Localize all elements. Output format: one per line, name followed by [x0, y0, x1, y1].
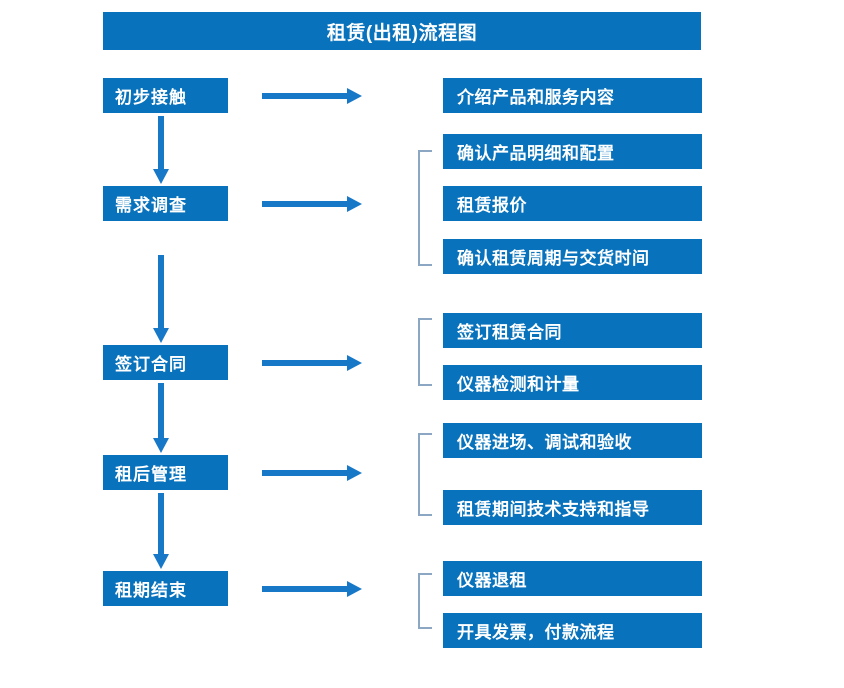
horizontal-arrow-icon-1	[262, 87, 362, 105]
detail-box-invoice-payment[interactable]: 开具发票，付款流程	[443, 613, 702, 648]
detail-box-instrument-inspection[interactable]: 仪器检测和计量	[443, 365, 702, 400]
detail-box-sign-lease-contract[interactable]: 签订租赁合同	[443, 313, 702, 348]
detail-box-introduce-products[interactable]: 介绍产品和服务内容	[443, 78, 702, 113]
group-bracket-sign-contract	[418, 318, 432, 386]
group-bracket-lease-end	[418, 573, 432, 629]
horizontal-arrow-icon-5	[262, 580, 362, 598]
vertical-arrow-icon-1	[152, 116, 170, 184]
detail-box-rental-quotation[interactable]: 租赁报价	[443, 186, 702, 221]
detail-box-instrument-installation[interactable]: 仪器进场、调试和验收	[443, 423, 702, 458]
group-bracket-demand-survey	[418, 150, 432, 266]
detail-box-instrument-return[interactable]: 仪器退租	[443, 561, 702, 596]
stage-box-lease-end[interactable]: 租期结束	[103, 571, 228, 606]
detail-box-technical-support[interactable]: 租赁期间技术支持和指导	[443, 490, 702, 525]
horizontal-arrow-icon-4	[262, 464, 362, 482]
horizontal-arrow-icon-3	[262, 354, 362, 372]
page-title: 租赁(出租)流程图	[103, 12, 701, 50]
vertical-arrow-icon-2	[152, 255, 170, 343]
detail-box-confirm-product-details[interactable]: 确认产品明细和配置	[443, 134, 702, 169]
vertical-arrow-icon-4	[152, 493, 170, 569]
vertical-arrow-icon-3	[152, 383, 170, 453]
group-bracket-post-rental	[418, 433, 432, 516]
stage-box-sign-contract[interactable]: 签订合同	[103, 345, 228, 380]
horizontal-arrow-icon-2	[262, 195, 362, 213]
stage-box-post-rental-management[interactable]: 租后管理	[103, 455, 228, 490]
detail-box-confirm-lease-period[interactable]: 确认租赁周期与交货时间	[443, 239, 702, 274]
stage-box-initial-contact[interactable]: 初步接触	[103, 78, 228, 113]
stage-box-demand-survey[interactable]: 需求调查	[103, 186, 228, 221]
